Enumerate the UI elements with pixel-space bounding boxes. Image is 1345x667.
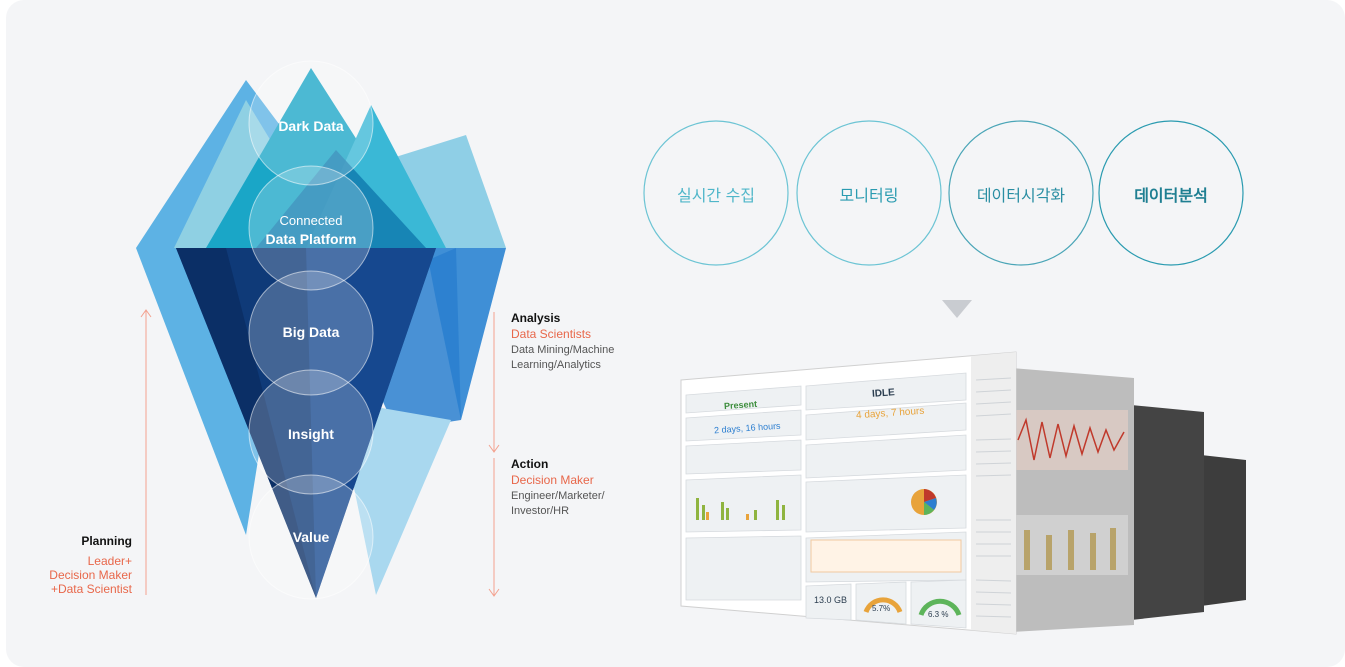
- level-circles: [248, 60, 374, 600]
- planning-block: Planning Leader+ Decision Maker +Data Sc…: [26, 534, 132, 596]
- level-label-big-data: Big Data: [282, 324, 340, 340]
- gauge-value-memory: 13.0 GB: [814, 595, 848, 605]
- process-label-monitoring: 모니터링: [839, 188, 899, 205]
- gauge-arcs: [863, 597, 962, 616]
- iceberg-bottom-edge: [176, 248, 316, 598]
- circle-value: [248, 474, 374, 600]
- line-chart-area: [810, 539, 962, 573]
- down-arrow-icon: [942, 300, 972, 318]
- action-role: Decision Maker: [511, 473, 594, 487]
- circle-insight: [248, 369, 374, 495]
- action-desc-1: Engineer/Marketer/: [511, 490, 605, 502]
- level-label-insight: Insight: [288, 426, 334, 442]
- chart-red-panel: [1016, 410, 1128, 575]
- action-desc-2: Investor/HR: [511, 505, 570, 517]
- gauge-value-disk: 6.3 %: [928, 610, 949, 619]
- circle-big-data: [248, 270, 374, 396]
- circle-data-platform: [248, 165, 374, 291]
- diagram-panel: Dark Data Connected Data Platform Big Da…: [6, 0, 1345, 667]
- action-block: Action Decision Maker Engineer/Marketer/…: [511, 457, 605, 519]
- planning-role-2: Decision Maker: [49, 568, 132, 582]
- process-label-analysis: 데이터분석: [1134, 188, 1208, 205]
- mini-bars-orange: [706, 512, 749, 520]
- dashboard-status: IDLE: [871, 387, 896, 400]
- planning-role-3: +Data Scientist: [50, 582, 132, 596]
- iceberg-top-dark: [256, 150, 426, 248]
- process-circle-rings: [643, 120, 1244, 266]
- sidebar-lines: [975, 377, 1012, 618]
- mini-bars: [696, 498, 785, 520]
- level-label-data-platform: Connected Data Platform: [265, 213, 357, 247]
- analysis-desc-2: Learning/Analytics: [511, 359, 601, 371]
- process-label-collect: 실시간 수집: [676, 188, 756, 205]
- planning-role-1: Leader+: [87, 554, 132, 568]
- iceberg-diagram: [136, 60, 1246, 635]
- analysis-title: Analysis: [511, 311, 561, 325]
- analysis-role: Data Scientists: [511, 327, 592, 341]
- iceberg-bottom-shade: [306, 248, 436, 598]
- analysis-desc-1: Data Mining/Machine: [511, 344, 615, 356]
- planning-title: Planning: [81, 534, 132, 548]
- level-label-dark-data: Dark Data: [278, 118, 344, 134]
- action-title: Action: [511, 457, 549, 471]
- dashboard-stack: [680, 351, 1246, 635]
- pie-chart: [911, 489, 937, 515]
- shard-right-top: [386, 135, 506, 248]
- analysis-block: Analysis Data Scientists Data Mining/Mac…: [511, 311, 614, 373]
- level-label-value: Value: [292, 529, 330, 545]
- process-label-visualization: 데이터시각화: [976, 188, 1066, 205]
- circle-dark-data: [248, 60, 374, 186]
- gauge-value-cpu: 5.7%: [872, 604, 891, 613]
